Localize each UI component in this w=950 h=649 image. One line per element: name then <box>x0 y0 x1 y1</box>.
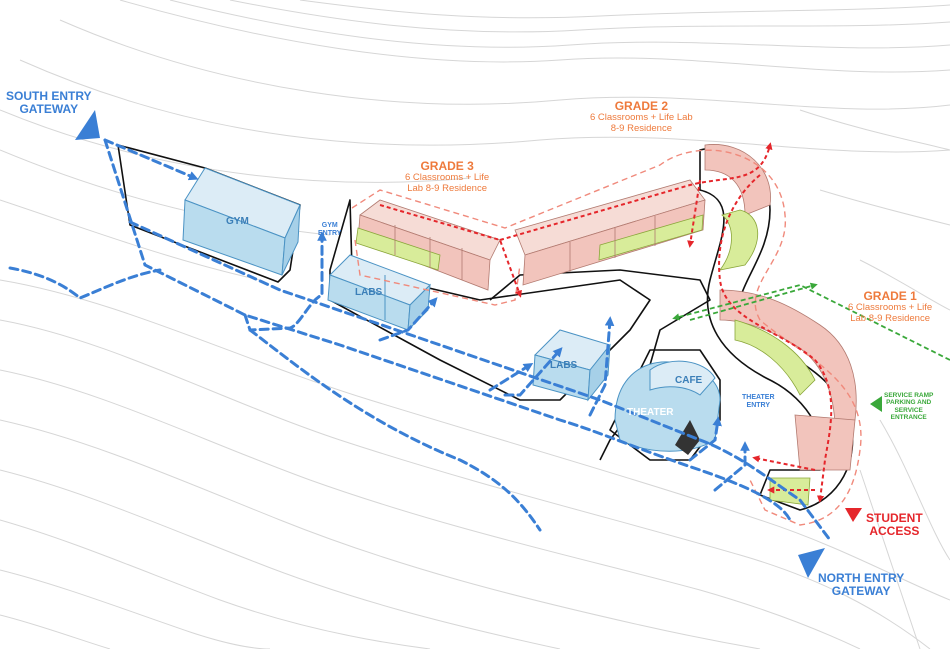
south-entry-line1: SOUTH ENTRY <box>6 90 92 103</box>
labs-b-label: LABS <box>550 360 577 371</box>
theater-label: THEATER <box>627 407 673 418</box>
gym-entry-label: GYM ENTRY <box>318 222 341 238</box>
grade-3-line2: Lab 8-9 Residence <box>405 184 489 195</box>
service-line1: SERVICE RAMP <box>884 392 933 399</box>
grade-2-label: GRADE 2 6 Classrooms + Life Lab 8-9 Resi… <box>590 100 693 135</box>
labs-a-label: LABS <box>355 287 382 298</box>
gym-entry-line2: ENTRY <box>318 230 341 238</box>
grade-1-line2: Lab 8-9 Residence <box>848 314 932 325</box>
student-access-marker-icon <box>845 508 862 522</box>
student-access-label: STUDENT ACCESS <box>866 512 923 539</box>
grade-3-label: GRADE 3 6 Classrooms + Life Lab 8-9 Resi… <box>405 160 489 195</box>
theater-entry-line2: ENTRY <box>742 402 775 410</box>
service-entrance-marker-icon <box>870 396 882 412</box>
theater-entry-label: THEATER ENTRY <box>742 394 775 410</box>
north-entry-line2: GATEWAY <box>818 585 904 598</box>
gym-entry-line1: GYM <box>318 222 341 230</box>
north-entry-line1: NORTH ENTRY <box>818 572 904 585</box>
grade-1-title: GRADE 1 <box>848 290 932 303</box>
grade-2-title: GRADE 2 <box>590 100 693 113</box>
service-entrance-label: SERVICE RAMP PARKING AND SERVICE ENTRANC… <box>884 392 933 421</box>
service-line3: SERVICE <box>884 407 933 414</box>
grade-3-title: GRADE 3 <box>405 160 489 173</box>
grade-2-wing <box>515 144 771 285</box>
south-entry-line2: GATEWAY <box>6 103 92 116</box>
student-access-line1: STUDENT <box>866 512 923 525</box>
service-line4: ENTRANCE <box>884 414 933 421</box>
theater-entry-line1: THEATER <box>742 394 775 402</box>
grade-1-wing <box>720 290 856 505</box>
grade-2-line2: 8-9 Residence <box>590 124 693 135</box>
gym-label: GYM <box>226 216 249 227</box>
pedestrian-circulation <box>10 140 830 540</box>
north-entry-gateway-label: NORTH ENTRY GATEWAY <box>818 572 904 599</box>
south-entry-gateway-label: SOUTH ENTRY GATEWAY <box>6 90 92 117</box>
grade-1-label: GRADE 1 6 Classrooms + Life Lab 8-9 Resi… <box>848 290 932 325</box>
student-access-line2: ACCESS <box>866 525 923 538</box>
cafe-label: CAFE <box>675 375 702 386</box>
service-line2: PARKING AND <box>884 399 933 406</box>
